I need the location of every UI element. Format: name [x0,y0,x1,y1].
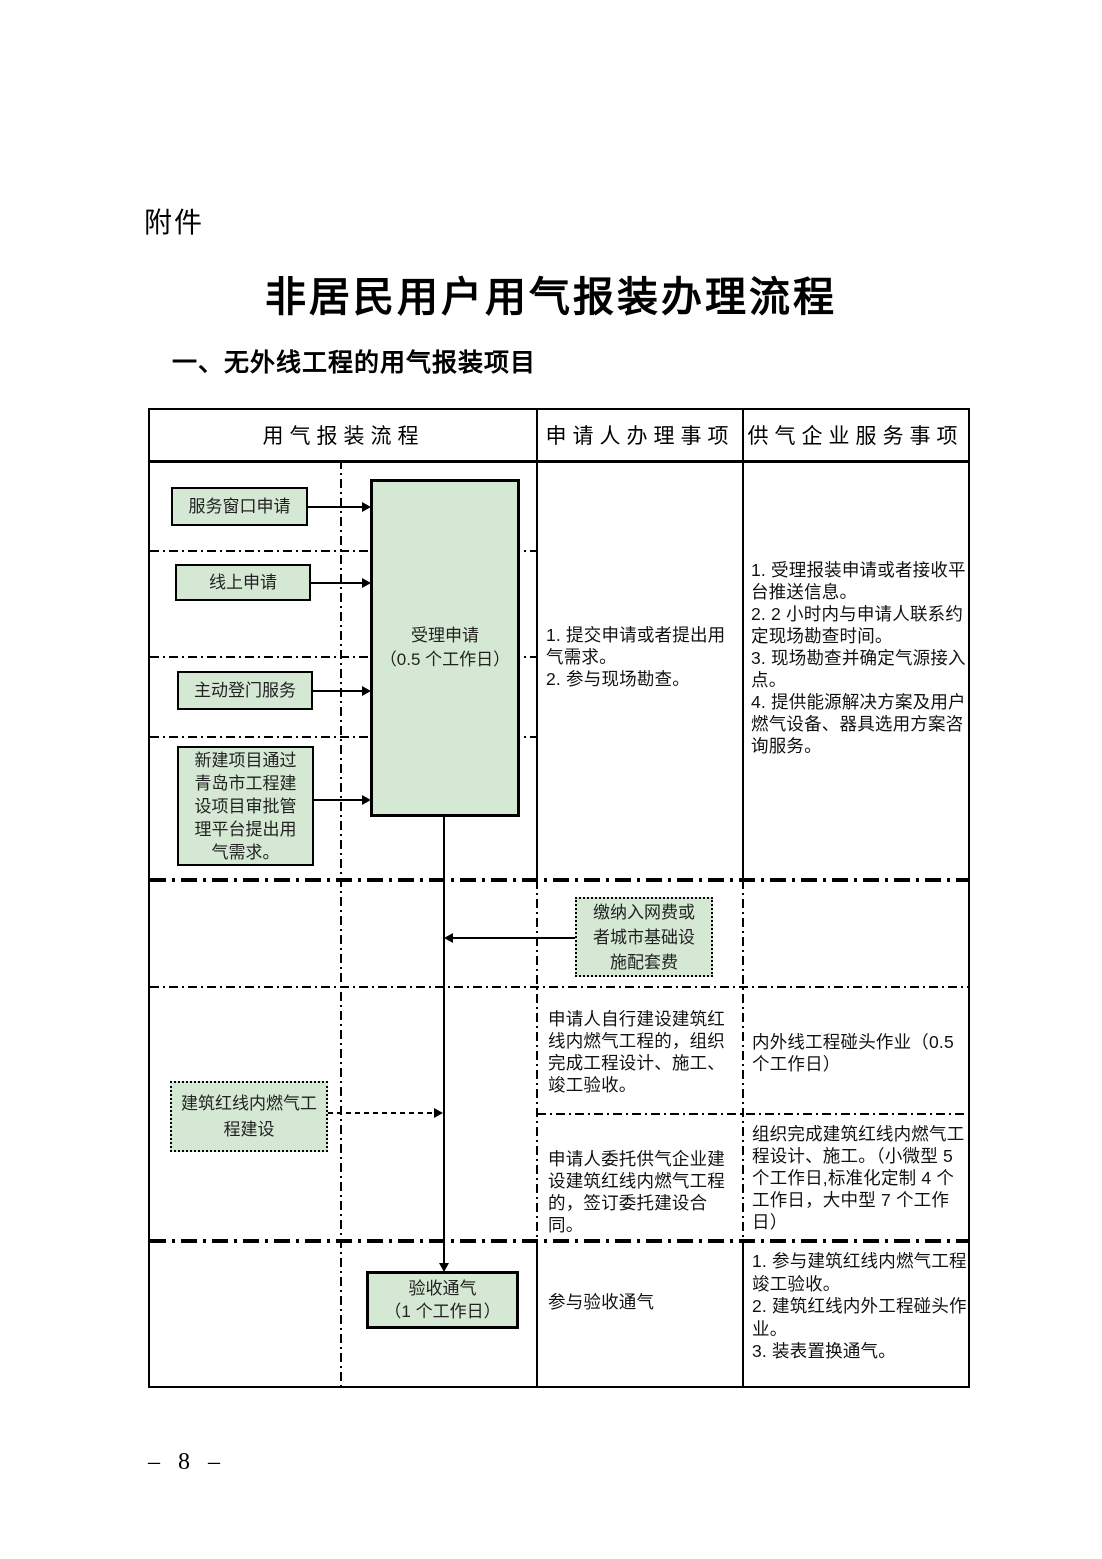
column-header-applicant: 申请人办理事项 [545,424,735,448]
entry-box-service-window: 服务窗口申请 [171,487,308,526]
row4-applicant-cell: 参与验收通气 [548,1292,655,1312]
list-item: 2. 建筑红线内外工程碰头作业。 [752,1296,967,1339]
column-header-supplier: 供气企业服务事项 [747,424,964,448]
row3a-applicant-cell: 申请人自行建设建筑红线内燃气工程的，组织完成工程设计、施工、竣工验收。 [548,1009,725,1095]
row3b-supplier-cell: 组织完成建筑红线内燃气工程设计、施工。（小微型 5 个工作日,标准化定制 4 个… [752,1124,965,1232]
flow-arrowhead-down-icon [439,1263,449,1272]
list-item: 2. 参与现场勘查。 [546,669,690,689]
arrow-line-1 [308,506,363,508]
col-divider-2-bottom [742,1241,744,1386]
row4-supplier-cell: 1. 参与建筑红线内燃气工程竣工验收。 2. 建筑红线内外工程碰头作业。 3. … [752,1250,967,1363]
final-acceptance-box: 验收通气 （1 个工作日） [366,1271,519,1329]
col1-separator-2 [150,656,537,658]
arrowhead-right-3-icon [362,686,371,696]
list-item: 1. 参与建筑红线内燃气工程竣工验收。 [752,1251,967,1294]
row3a-supplier-cell: 内外线工程碰头作业（0.5 个工作日） [752,1032,954,1074]
page-number: – 8 – [148,1449,226,1475]
payment-arrow-line [452,937,575,939]
row1-supplier-cell: 1. 受理报装申请或者接收平台推送信息。 2. 2 小时内与申请人联系约定现场勘… [751,559,966,757]
entry-box-door-service: 主动登门服务 [177,671,313,710]
arrowhead-right-1-icon [362,502,371,512]
construction-arrow-line [328,1112,435,1114]
arrow-line-4 [314,799,363,801]
list-item: 1. 受理报装申请或者接收平台推送信息。 [751,560,966,602]
accept-box-line1: 受理申请 [411,626,479,645]
col-divider-1-solid [536,410,538,880]
row-divider-bold-2 [150,1239,968,1243]
column-header-process: 用气报装流程 [262,424,425,448]
construction-box: 建筑红线内燃气工程建设 [170,1081,328,1152]
attachment-label: 附件 [144,207,205,238]
col-divider-2-solid [742,410,744,880]
arrowhead-right-2-icon [362,578,371,588]
flowchart-table: 用气报装流程 申请人办理事项 供气企业服务事项 服务窗口申请 线上申请 主动登门… [148,408,970,1388]
final-box-line1: 验收通气 [408,1279,477,1298]
list-item: 4. 提供能源解决方案及用户燃气设备、器具选用方案咨询服务。 [751,692,966,756]
accept-box-line2: （0.5 个工作日） [379,650,511,669]
flow-line-vertical [443,817,445,1265]
header-divider [150,460,968,463]
col-divider-1-dashdot [536,880,538,1241]
accept-application-box: 受理申请 （0.5 个工作日） [370,479,520,817]
col1-separator-3 [150,736,537,738]
col1-guide-line [340,460,342,1386]
final-box-line2: （1 个工作日） [384,1302,501,1321]
row-divider-thin [150,986,968,988]
list-item: 3. 装表置换通气。 [752,1341,896,1361]
col-divider-1-bottom [536,1241,538,1386]
payment-box: 缴纳入网费或者城市基础设施配套费 [575,897,713,977]
page-title: 非居民用户用气报装办理流程 [265,274,837,320]
row3b-applicant-cell: 申请人委托供气企业建设建筑红线内燃气工程的，签订委托建设合同。 [548,1149,725,1235]
col1-separator-1 [150,550,537,552]
arrowhead-right-4-icon [362,795,371,805]
list-item: 1. 提交申请或者提出用气需求。 [546,625,726,667]
list-item: 2. 2 小时内与申请人联系约定现场勘查时间。 [751,604,964,646]
entry-box-online: 线上申请 [175,564,311,601]
col-divider-2-dashdot [742,880,744,1241]
list-item: 3. 现场勘查并确定气源接入点。 [751,648,966,690]
payment-arrowhead-left-icon [444,933,453,943]
row-divider-bold-1 [150,878,968,882]
row1-applicant-cell: 1. 提交申请或者提出用气需求。 2. 参与现场勘查。 [546,624,738,690]
subrow-divider [537,1113,968,1115]
entry-box-new-project: 新建项目通过青岛市工程建设项目审批管理平台提出用气需求。 [177,746,314,866]
arrow-line-2 [311,582,363,584]
arrow-line-3 [313,690,363,692]
section-heading: 一、无外线工程的用气报装项目 [172,349,537,377]
construction-arrowhead-right-icon [434,1108,443,1118]
